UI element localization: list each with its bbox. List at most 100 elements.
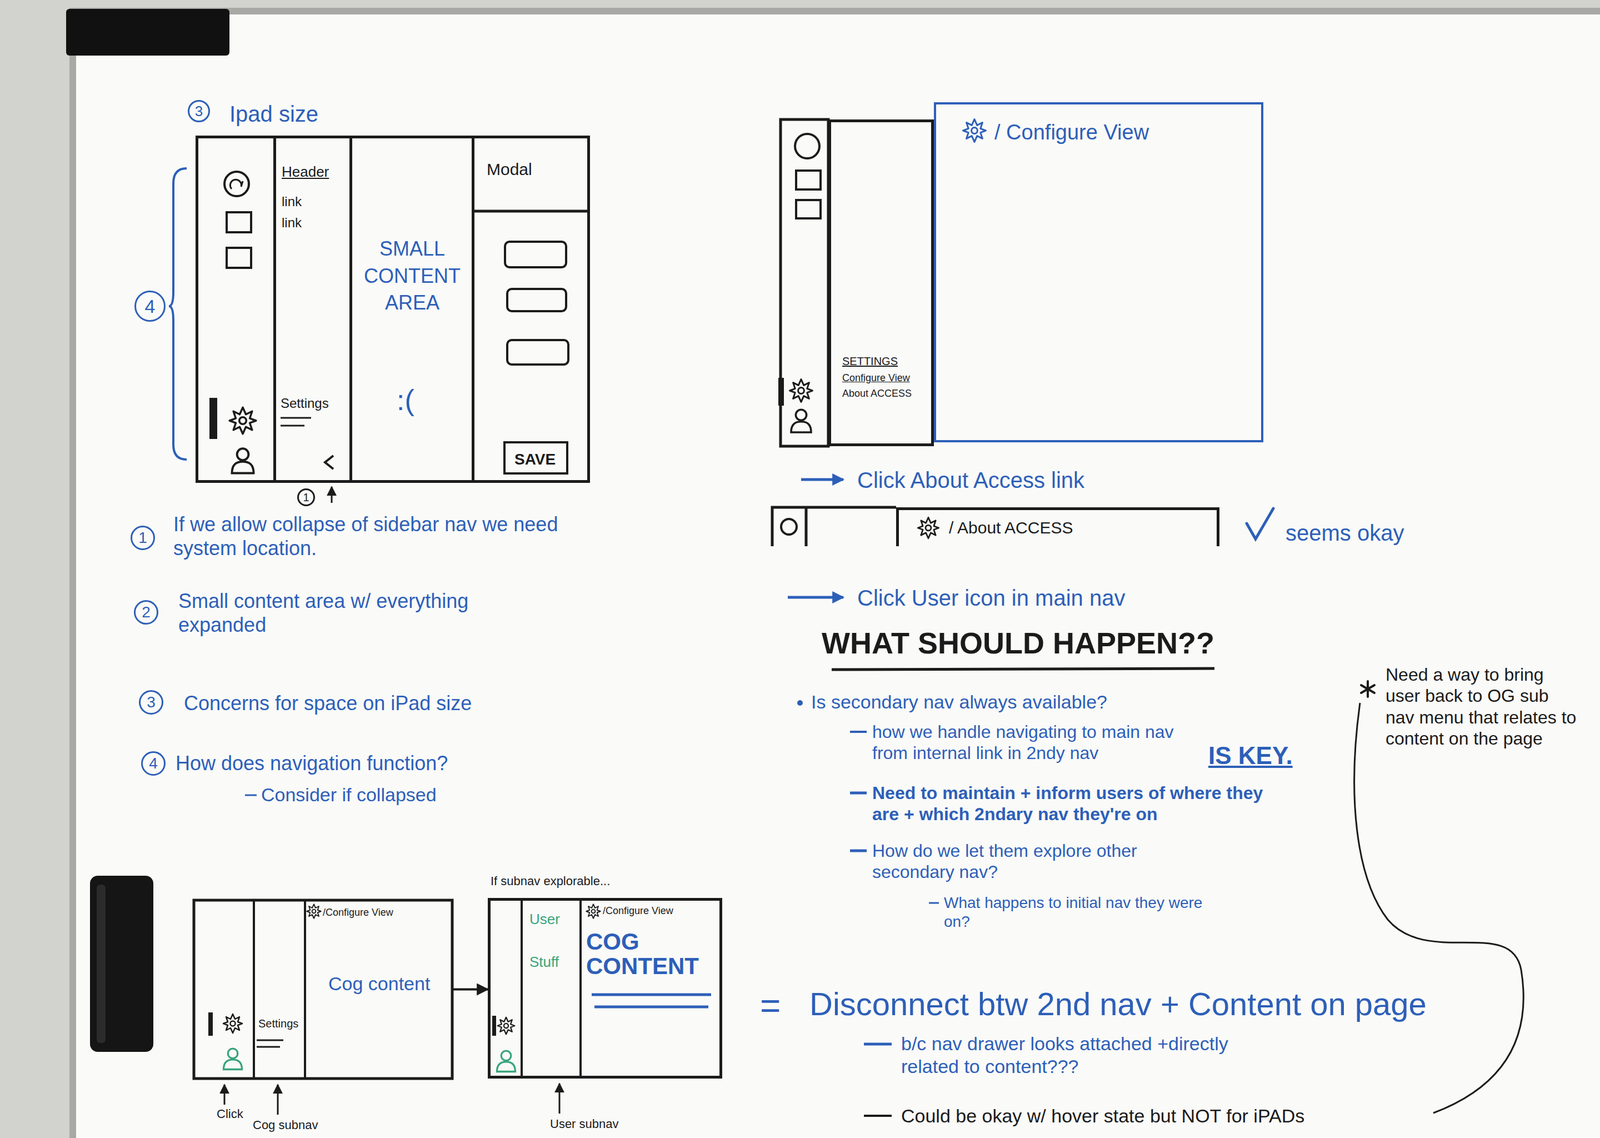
secondary-nav-column: HeaderlinklinkSettings	[273, 138, 353, 480]
note-text: Small content area w/ everything expande…	[178, 588, 546, 637]
note-text: b/c nav drawer looks attached +directly …	[901, 1032, 1279, 1078]
callout-number: 2	[133, 600, 159, 625]
nav-icon	[226, 212, 252, 233]
node-title: /Configure View	[602, 905, 674, 918]
cog-icon	[306, 903, 322, 919]
node-text: About ACCESS	[842, 387, 912, 400]
note-text: seems okay	[1285, 519, 1404, 547]
leader-arrow	[277, 1084, 279, 1115]
node-text: Stuff	[529, 953, 559, 971]
nav-icon	[795, 133, 820, 159]
callout-number: 1	[130, 525, 155, 550]
cog-icon	[586, 903, 601, 919]
heading-underline	[831, 668, 1215, 670]
node-title: / About ACCESS	[948, 517, 1073, 538]
node-title: / Configure View	[994, 120, 1149, 146]
connector-line	[1354, 702, 1524, 1113]
node-text: Settings	[280, 395, 329, 412]
brace	[168, 168, 187, 460]
cog-icon	[917, 517, 939, 538]
whiteboard	[72, 11, 1600, 1138]
content-area: / Configure View	[933, 102, 1264, 443]
node-text: COG CONTENT	[586, 929, 714, 979]
heading: WHAT SHOULD HAPPEN??	[821, 625, 1215, 662]
cog-icon	[790, 379, 813, 403]
check-mark	[1246, 508, 1274, 539]
modal-field	[505, 241, 567, 268]
node-title: Ipad size	[229, 100, 319, 128]
nav-icon	[796, 170, 821, 190]
modal-field	[507, 288, 567, 312]
dash	[928, 902, 939, 904]
leader-arrow	[558, 1083, 561, 1114]
note-text: Concerns for space on iPad size	[183, 691, 472, 715]
modal-panel: ModalSAVE	[471, 138, 588, 480]
settings-lines	[280, 417, 312, 426]
callout-number: 3	[138, 690, 164, 715]
note-text: What happens to initial nav they were on…	[943, 893, 1205, 931]
note-text: IS KEY.	[1208, 741, 1293, 771]
user-icon	[223, 1048, 243, 1069]
note-text: Could be okay w/ hover state but NOT for…	[901, 1104, 1305, 1128]
collapse-chevron	[325, 455, 334, 469]
node-text: :(	[396, 382, 415, 418]
leader-arrow	[223, 1084, 226, 1105]
ipad-wireframe: Ipad sizeHeaderlinklinkSettingsSMALL CON…	[195, 135, 590, 483]
dash	[863, 1042, 892, 1046]
callout-number: 4	[134, 290, 166, 322]
collapsed-nav-strip	[772, 507, 897, 547]
step-arrow	[801, 478, 844, 482]
annotation: User subnav	[550, 1116, 619, 1132]
leader-arrow	[331, 486, 333, 503]
content-area: SMALL CONTENT AREA :(	[352, 138, 472, 480]
note-text: How do we let them explore other seconda…	[872, 840, 1217, 883]
equals-sign: =	[760, 984, 781, 1028]
annotation: Click	[216, 1106, 244, 1122]
content-area: /Configure ViewCog content	[306, 900, 453, 1079]
active-bar	[778, 377, 784, 406]
bullet	[797, 700, 803, 706]
cog-icon	[497, 1017, 515, 1035]
active-bar	[209, 397, 218, 439]
cog-icon	[963, 119, 987, 143]
callout-number: 4	[141, 751, 166, 776]
settings-lines	[256, 1040, 284, 1047]
node-title: /Configure View	[322, 906, 394, 919]
secondary-nav-column: UserStuff	[520, 900, 582, 1076]
modal-field	[507, 340, 569, 365]
secondary-nav-column: Settings	[252, 900, 307, 1079]
node-title: Header	[281, 163, 329, 181]
save-button: SAVE	[503, 441, 569, 475]
dash	[850, 791, 867, 795]
icon-sidebar	[780, 119, 829, 447]
node-title: If subnav explorable...	[490, 873, 610, 889]
node-title: Settings	[258, 1016, 299, 1030]
active-bar	[492, 1015, 497, 1036]
content-lines	[591, 994, 712, 1007]
step-arrow	[787, 596, 844, 599]
nav-icon	[796, 200, 821, 219]
secondary-nav-column: SETTINGSConfigure ViewAbout ACCESS	[828, 119, 934, 447]
nav-icon	[224, 171, 249, 197]
node-text: Configure View	[842, 372, 910, 385]
active-bar	[208, 1012, 213, 1036]
nav-icon-mark	[230, 179, 243, 189]
wireframe-frame	[193, 900, 453, 1079]
black-patch	[66, 8, 230, 56]
cog-icon	[229, 407, 257, 434]
node-title: SAVE	[514, 450, 556, 469]
note-text: Click About Access link	[857, 466, 1085, 494]
modal-divider	[474, 210, 588, 213]
node-title: SMALL CONTENT AREA	[362, 235, 463, 317]
wireframe-frame: If subnav explorable...UserStuff/Configu…	[487, 897, 723, 1079]
eraser-edge	[96, 884, 106, 1043]
node-text: Cog content	[328, 972, 430, 995]
nav-icon	[226, 247, 252, 268]
node-title: Modal	[486, 159, 533, 180]
annotation: Cog subnav	[252, 1117, 318, 1133]
user-icon	[791, 409, 812, 433]
note-text: How does navigation function?	[175, 751, 448, 775]
